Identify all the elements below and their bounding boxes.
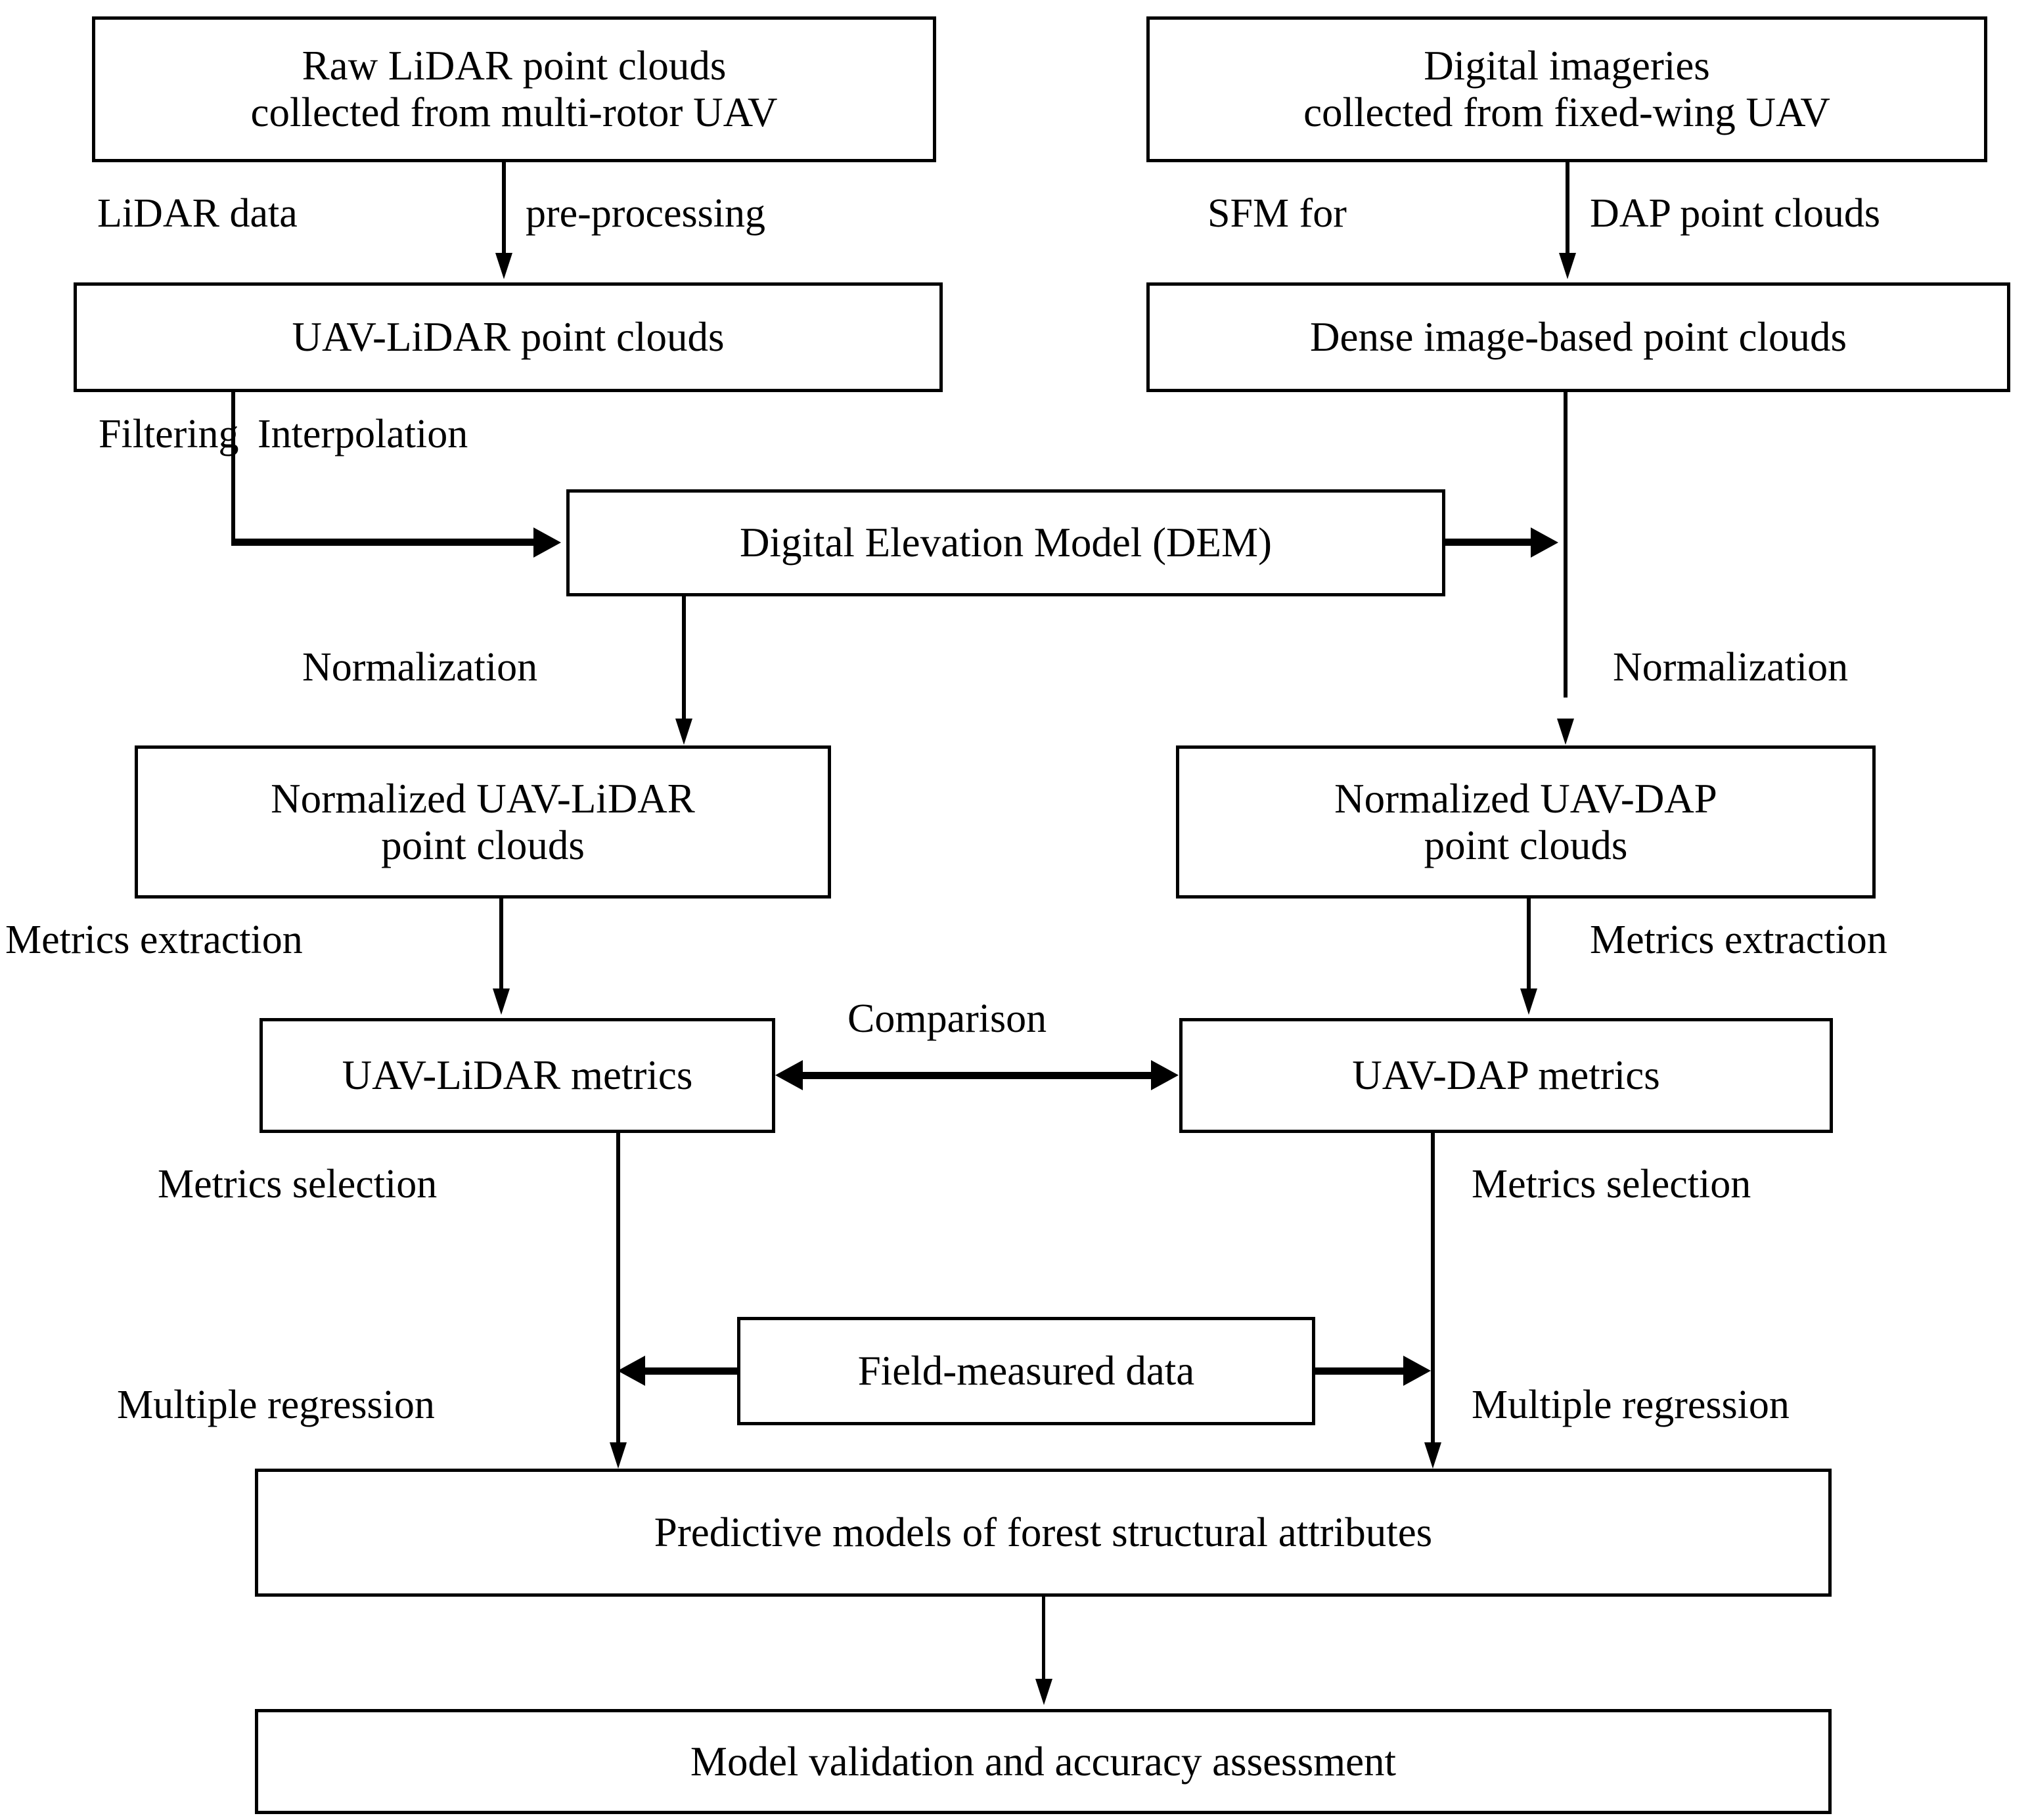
connector-predictive-to-validation: [1042, 1597, 1045, 1682]
arrowhead-uav-lidar-to-dem: [533, 527, 561, 558]
connector-uav-lidar-to-dem-vertical: [231, 392, 235, 545]
node-uav-lidar-point-clouds-label: UAV-LiDAR point clouds: [292, 314, 725, 361]
arrowhead-dem-to-dense-line: [1531, 527, 1558, 558]
edge-label-normalization-left: Normalization: [302, 645, 538, 690]
connector-field-to-left: [645, 1367, 740, 1375]
edge-label-pre-processing: pre-processing: [526, 191, 765, 236]
node-normalized-uav-lidar-label: Normalized UAV-LiDAR point clouds: [271, 775, 695, 868]
connector-normalized-lidar-to-metrics: [499, 899, 503, 990]
node-predictive-models-label: Predictive models of forest structural a…: [654, 1509, 1433, 1556]
node-uav-lidar-metrics-label: UAV-LiDAR metrics: [342, 1052, 693, 1099]
node-uav-dap-metrics: UAV-DAP metrics: [1179, 1018, 1833, 1133]
node-uav-lidar-metrics: UAV-LiDAR metrics: [259, 1018, 775, 1133]
node-digital-imageries: Digital imageries collected from fixed-w…: [1146, 16, 1987, 162]
edge-label-dap-point-clouds: DAP point clouds: [1590, 191, 1881, 236]
connector-dem-to-dense-line: [1445, 539, 1534, 546]
node-dense-image-based-point-clouds-label: Dense image-based point clouds: [1309, 314, 1847, 361]
edge-label-metrics-extraction-right: Metrics extraction: [1590, 918, 1887, 962]
node-field-measured-data-label: Field-measured data: [857, 1348, 1195, 1394]
arrowhead-dap-metrics-to-predictive: [1424, 1442, 1441, 1469]
edge-label-filtering: Filtering: [99, 412, 239, 456]
node-normalized-uav-dap-label: Normalized UAV-DAP point clouds: [1334, 775, 1717, 868]
edge-label-multiple-regression-left: Multiple regression: [117, 1383, 435, 1427]
connector-dense-clouds-down: [1564, 392, 1568, 698]
edge-label-multiple-regression-right: Multiple regression: [1472, 1383, 1790, 1427]
arrowhead-dem-to-normalized-lidar: [675, 719, 692, 745]
node-model-validation: Model validation and accuracy assessment: [255, 1709, 1832, 1814]
edge-label-comparison: Comparison: [847, 996, 1047, 1041]
arrowhead-raw-lidar-to-uav-lidar: [495, 253, 512, 279]
arrowhead-predictive-to-validation: [1035, 1679, 1052, 1705]
connector-lidar-metrics-to-predictive: [616, 1133, 620, 1458]
node-raw-lidar: Raw LiDAR point clouds collected from mu…: [92, 16, 936, 162]
edge-label-metrics-selection-right: Metrics selection: [1472, 1162, 1751, 1207]
edge-label-normalization-right: Normalization: [1613, 645, 1849, 690]
edge-label-metrics-selection-left: Metrics selection: [158, 1162, 438, 1207]
arrowhead-field-to-right: [1403, 1356, 1431, 1386]
node-uav-lidar-point-clouds: UAV-LiDAR point clouds: [74, 282, 943, 392]
connector-comparison: [803, 1072, 1151, 1079]
connector-dap-metrics-to-predictive: [1431, 1133, 1435, 1458]
node-dem-label: Digital Elevation Model (DEM): [739, 520, 1273, 566]
node-field-measured-data: Field-measured data: [737, 1317, 1315, 1425]
connector-imageries-to-dense-clouds: [1566, 162, 1569, 254]
connector-raw-lidar-to-uav-lidar: [502, 162, 506, 254]
node-digital-imageries-label: Digital imageries collected from fixed-w…: [1303, 43, 1830, 135]
arrowhead-to-normalized-dap: [1557, 719, 1574, 745]
arrowhead-field-to-left: [618, 1356, 645, 1386]
edge-label-sfm-for: SFM for: [1207, 191, 1347, 236]
node-dem: Digital Elevation Model (DEM): [566, 489, 1445, 596]
edge-label-lidar-data: LiDAR data: [97, 191, 298, 236]
node-dense-image-based-point-clouds: Dense image-based point clouds: [1146, 282, 2010, 392]
arrowhead-imageries-to-dense-clouds: [1559, 253, 1576, 279]
connector-normalized-dap-to-metrics: [1527, 899, 1531, 990]
node-uav-dap-metrics-label: UAV-DAP metrics: [1352, 1052, 1660, 1099]
node-normalized-uav-lidar: Normalized UAV-LiDAR point clouds: [135, 745, 831, 899]
edge-label-interpolation: Interpolation: [258, 412, 468, 456]
arrowhead-lidar-metrics-to-predictive: [610, 1442, 627, 1469]
connector-uav-lidar-to-dem-horizontal: [231, 539, 537, 546]
arrowhead-comparison-left: [775, 1060, 803, 1090]
node-normalized-uav-dap: Normalized UAV-DAP point clouds: [1176, 745, 1876, 899]
edge-label-metrics-extraction-left: Metrics extraction: [5, 918, 303, 962]
node-predictive-models: Predictive models of forest structural a…: [255, 1469, 1832, 1597]
node-model-validation-label: Model validation and accuracy assessment: [690, 1738, 1397, 1785]
connector-dem-to-normalized-lidar: [682, 596, 686, 721]
arrowhead-normalized-dap-to-metrics: [1520, 988, 1537, 1015]
node-raw-lidar-label: Raw LiDAR point clouds collected from mu…: [250, 43, 778, 135]
arrowhead-normalized-lidar-to-metrics: [493, 988, 510, 1015]
arrowhead-comparison-right: [1151, 1060, 1179, 1090]
connector-field-to-right: [1313, 1367, 1405, 1375]
